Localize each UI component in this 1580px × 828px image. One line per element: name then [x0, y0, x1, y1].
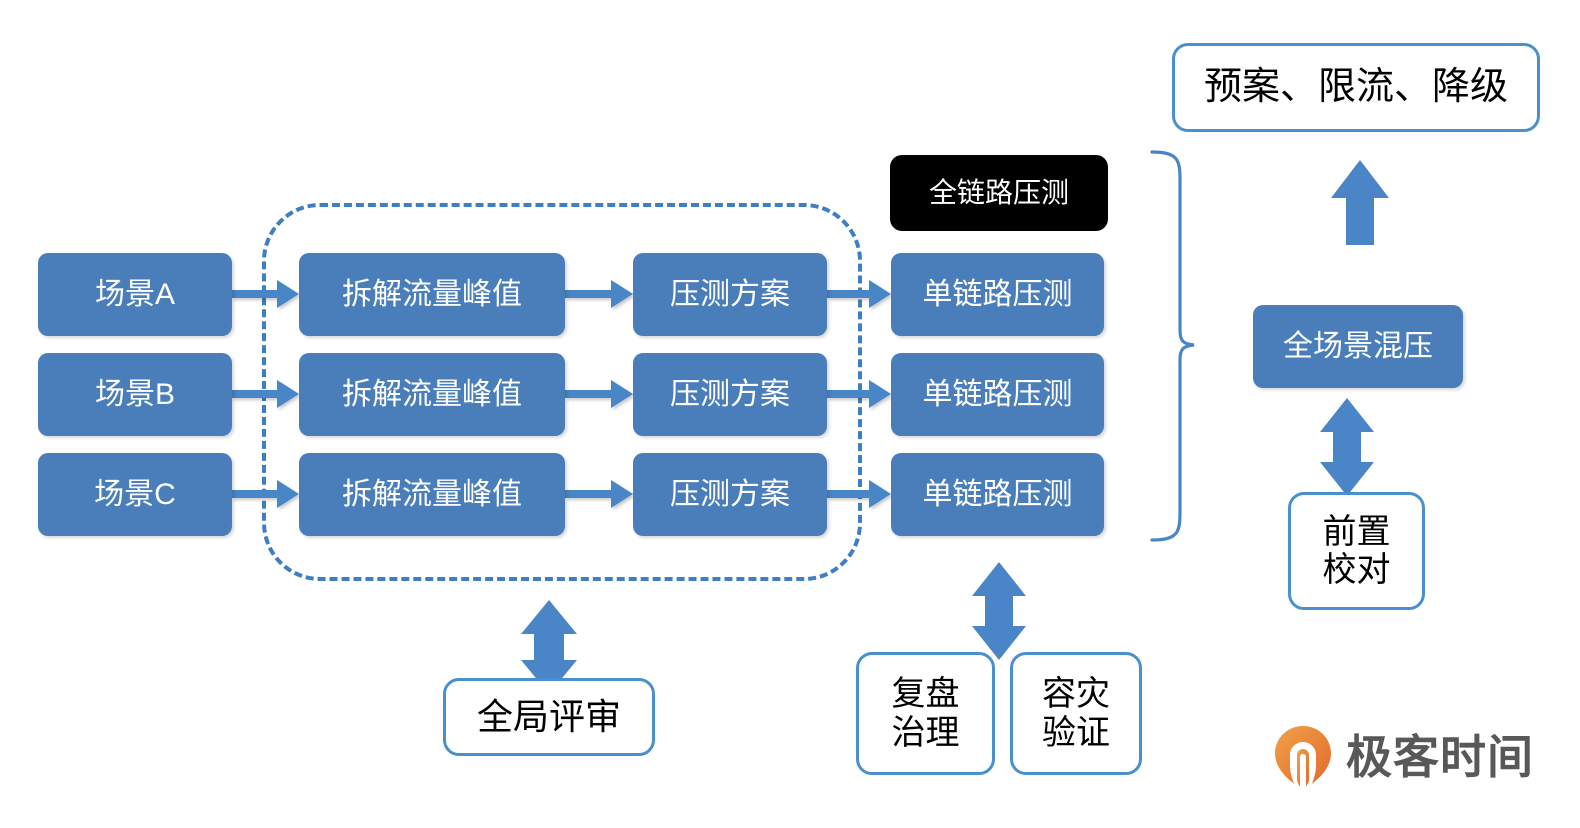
- pre-check-label: 前置 校对: [1322, 512, 1391, 589]
- single-chain-label-2: 单链路压测: [922, 377, 1073, 411]
- test-plan-label-1: 压测方案: [670, 277, 790, 311]
- pre-check-box[interactable]: 前置 校对: [1288, 492, 1425, 610]
- disaster-recovery-label: 容灾 验证: [1042, 675, 1110, 752]
- test-plan-box-3[interactable]: 压测方案: [633, 453, 827, 536]
- full-chain-test-label: 全链路压测: [928, 177, 1069, 209]
- scenario-label-b: 场景B: [94, 377, 175, 411]
- contingency-plan-label: 预案、限流、降级: [1203, 66, 1508, 109]
- peak-split-box-2[interactable]: 拆解流量峰值: [299, 353, 565, 436]
- test-plan-label-3: 压测方案: [670, 477, 790, 511]
- global-review-label: 全局评审: [476, 695, 621, 737]
- global-review-box[interactable]: 全局评审: [443, 678, 655, 756]
- arrow-precheck-mixed: [1320, 398, 1374, 496]
- single-chain-label-1: 单链路压测: [922, 277, 1073, 311]
- scenario-label-a: 场景A: [94, 277, 175, 311]
- scenario-label-c: 场景C: [94, 477, 176, 511]
- arrow-mixed-to-plan: [1331, 160, 1389, 245]
- mixed-scene-label: 全场景混压: [1283, 329, 1433, 363]
- peak-split-label-2: 拆解流量峰值: [342, 377, 522, 411]
- peak-split-label-1: 拆解流量峰值: [342, 277, 522, 311]
- scenario-box-b[interactable]: 场景B: [38, 353, 232, 436]
- scenario-box-a[interactable]: 场景A: [38, 253, 232, 336]
- review-governance-box[interactable]: 复盘 治理: [856, 652, 995, 775]
- mixed-scene-box[interactable]: 全场景混压: [1253, 305, 1463, 388]
- peak-split-label-3: 拆解流量峰值: [342, 477, 522, 511]
- peak-split-box-3[interactable]: 拆解流量峰值: [299, 453, 565, 536]
- geektime-logo: 极客时间: [1272, 724, 1534, 790]
- test-plan-box-1[interactable]: 压测方案: [633, 253, 827, 336]
- test-plan-label-2: 压测方案: [670, 377, 790, 411]
- review-governance-label: 复盘 治理: [891, 675, 960, 752]
- arrow-review-singlechain: [972, 562, 1026, 660]
- single-chain-label-3: 单链路压测: [922, 477, 1073, 511]
- geektime-pin-icon: [1275, 726, 1331, 787]
- full-chain-test-box[interactable]: 全链路压测: [890, 155, 1108, 231]
- scenario-box-c[interactable]: 场景C: [38, 453, 232, 536]
- contingency-plan-box[interactable]: 预案、限流、降级: [1172, 43, 1540, 132]
- curly-brace-group: [1150, 150, 1195, 542]
- geektime-logo-text: 极客时间: [1346, 731, 1534, 783]
- single-chain-box-3[interactable]: 单链路压测: [891, 453, 1104, 536]
- peak-split-box-1[interactable]: 拆解流量峰值: [299, 253, 565, 336]
- single-chain-box-2[interactable]: 单链路压测: [891, 353, 1104, 436]
- disaster-recovery-box[interactable]: 容灾 验证: [1010, 652, 1142, 775]
- single-chain-box-1[interactable]: 单链路压测: [891, 253, 1104, 336]
- test-plan-box-2[interactable]: 压测方案: [633, 353, 827, 436]
